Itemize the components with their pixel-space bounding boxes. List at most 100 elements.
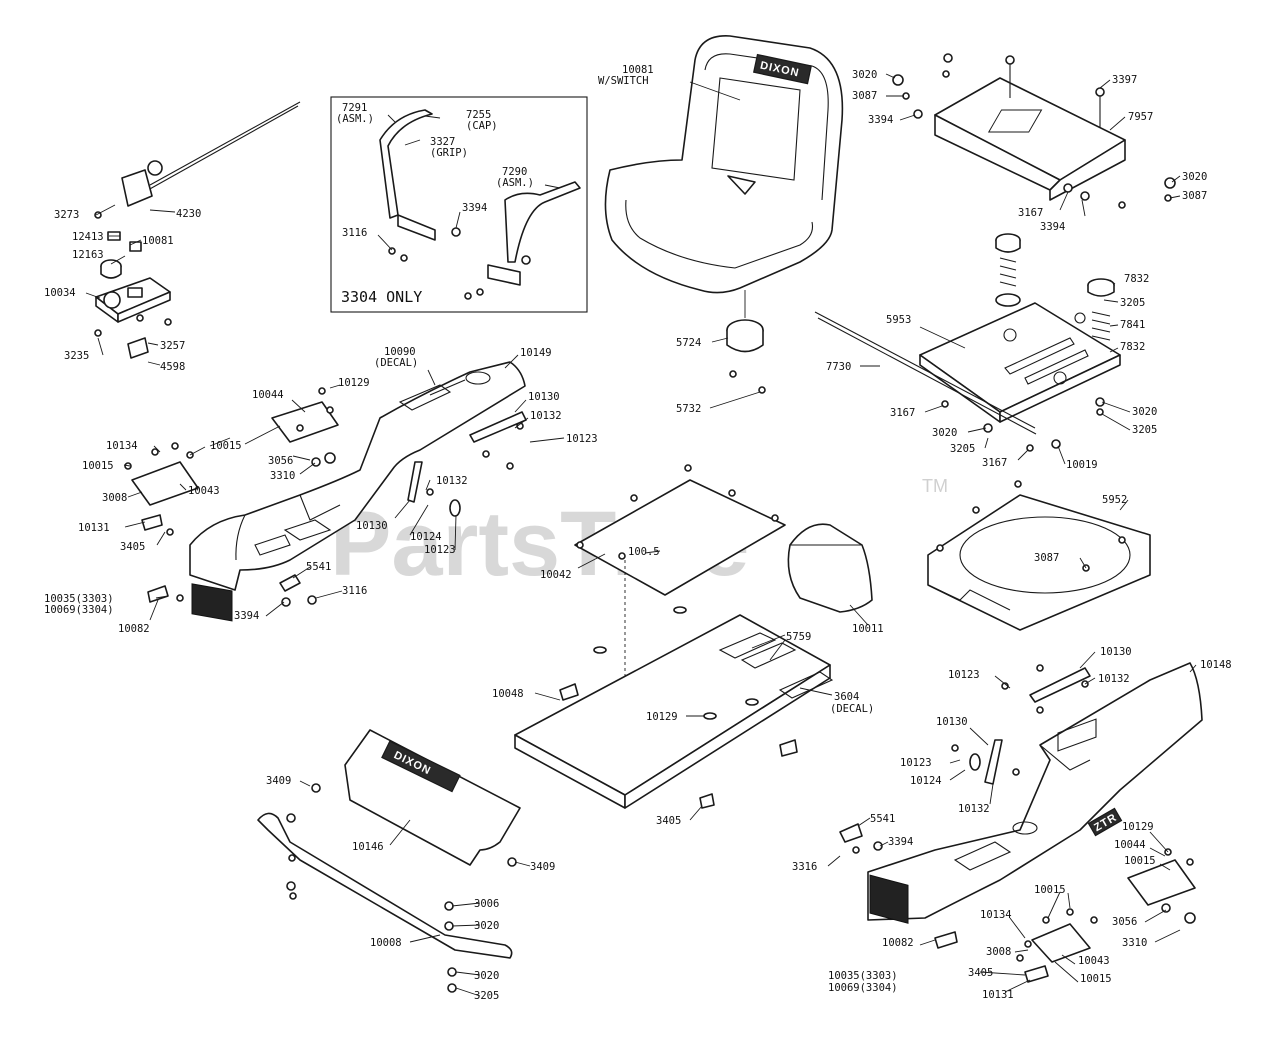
right-fender-hardware (839, 664, 1196, 983)
part-label: 10132 (1098, 673, 1130, 685)
part-label: (ASM.) (336, 113, 374, 125)
inset-steering-levers: 3304 ONLY (330, 96, 588, 313)
part-label: 7255 (466, 109, 491, 121)
part-label: 10123 (948, 669, 980, 681)
part-label: 3405 (120, 541, 145, 553)
part-label: 5724 (676, 337, 701, 349)
part-label: 4230 (176, 208, 201, 220)
part-label: 3394 (1040, 221, 1065, 233)
part-label: 3116 (342, 227, 367, 239)
seat-mount-bracket (892, 53, 1176, 209)
part-label: 7841 (1120, 319, 1145, 331)
part-label: (CAP) (466, 120, 498, 132)
part-label: 10129 (646, 711, 678, 723)
part-label: 100.5 (628, 546, 660, 558)
part-label: 10048 (492, 688, 524, 700)
part-label: 3056 (268, 455, 293, 467)
part-label: 4598 (160, 361, 185, 373)
part-label: 5541 (870, 813, 895, 825)
part-label: 10069(3304) (828, 982, 898, 994)
part-label: 10149 (520, 347, 552, 359)
part-label: 3020 (932, 427, 957, 439)
part-label: 3257 (160, 340, 185, 352)
part-label: 10042 (540, 569, 572, 581)
part-label: 10123 (424, 544, 456, 556)
footplate (574, 464, 786, 735)
part-label: 3008 (102, 492, 127, 504)
part-label: 5759 (786, 631, 811, 643)
part-label: 10134 (980, 909, 1012, 921)
part-label: 10082 (882, 937, 914, 949)
part-label: 10124 (910, 775, 942, 787)
part-label: 10043 (1078, 955, 1110, 967)
part-label: 3205 (1120, 297, 1145, 309)
part-label: 3167 (1018, 207, 1043, 219)
part-label: 3394 (868, 114, 893, 126)
part-label: 7832 (1120, 341, 1145, 353)
part-label: 3235 (64, 350, 89, 362)
leader-lines (85, 73, 1197, 997)
part-label: 3409 (266, 775, 291, 787)
part-label: 3405 (968, 967, 993, 979)
part-label: 3405 (656, 815, 681, 827)
part-label: 3205 (950, 443, 975, 455)
part-label: 10130 (528, 391, 560, 403)
part-label: 10130 (356, 520, 388, 532)
part-label: 3087 (1034, 552, 1059, 564)
part-label: 5541 (306, 561, 331, 573)
part-label: 3394 (462, 202, 487, 214)
part-label: 10132 (530, 410, 562, 422)
part-label: 10134 (106, 440, 138, 452)
part-label: 3167 (890, 407, 915, 419)
part-label: 10148 (1200, 659, 1232, 671)
part-label: 7291 (342, 102, 367, 114)
part-label: 10123 (566, 433, 598, 445)
watermark-tm: TM (922, 476, 948, 496)
part-label: 10123 (900, 757, 932, 769)
part-label: 10129 (338, 377, 370, 389)
part-label: 10146 (352, 841, 384, 853)
part-label: 7730 (826, 361, 851, 373)
ignition-switch-panel (94, 231, 172, 359)
part-label: 10035(3303) (828, 970, 898, 982)
part-label: W/SWITCH (598, 75, 649, 87)
part-label: 10132 (958, 803, 990, 815)
part-label: 10082 (118, 623, 150, 635)
part-label: 3020 (1182, 171, 1207, 183)
part-label: 10132 (436, 475, 468, 487)
deck-pan (927, 480, 1151, 631)
part-label: 5953 (886, 314, 911, 326)
part-label: (DECAL) (830, 703, 874, 715)
part-label: 10131 (78, 522, 110, 534)
part-label: 10044 (1114, 839, 1146, 851)
part-label: 3394 (234, 610, 259, 622)
part-label: 3116 (342, 585, 367, 597)
part-label: 10124 (410, 531, 442, 543)
center-cover (787, 523, 873, 613)
part-label: 3409 (530, 861, 555, 873)
part-label: 3205 (474, 990, 499, 1002)
part-label: 3020 (852, 69, 877, 81)
part-label: 10015 (1080, 973, 1112, 985)
floor-plate (514, 606, 834, 809)
part-label: 10131 (982, 989, 1014, 1001)
part-label: (ASM.) (496, 177, 534, 189)
part-label: 10034 (44, 287, 76, 299)
throttle-cable-assembly (94, 101, 301, 219)
part-label: 7957 (1128, 111, 1153, 123)
left-fender-hardware (124, 387, 527, 607)
part-label: 3087 (1182, 190, 1207, 202)
part-label: (DECAL) (374, 357, 418, 369)
inset-caption: 3304 ONLY (341, 288, 422, 306)
part-label: 3056 (1112, 916, 1137, 928)
part-label: 10044 (252, 389, 284, 401)
part-label: 3310 (270, 470, 295, 482)
part-label: 3273 (54, 209, 79, 221)
part-label: 10019 (1066, 459, 1098, 471)
part-label: 10130 (1100, 646, 1132, 658)
part-label: 10043 (188, 485, 220, 497)
part-label: 10081 (622, 64, 654, 76)
part-label: 5952 (1102, 494, 1127, 506)
part-label: 3310 (1122, 937, 1147, 949)
